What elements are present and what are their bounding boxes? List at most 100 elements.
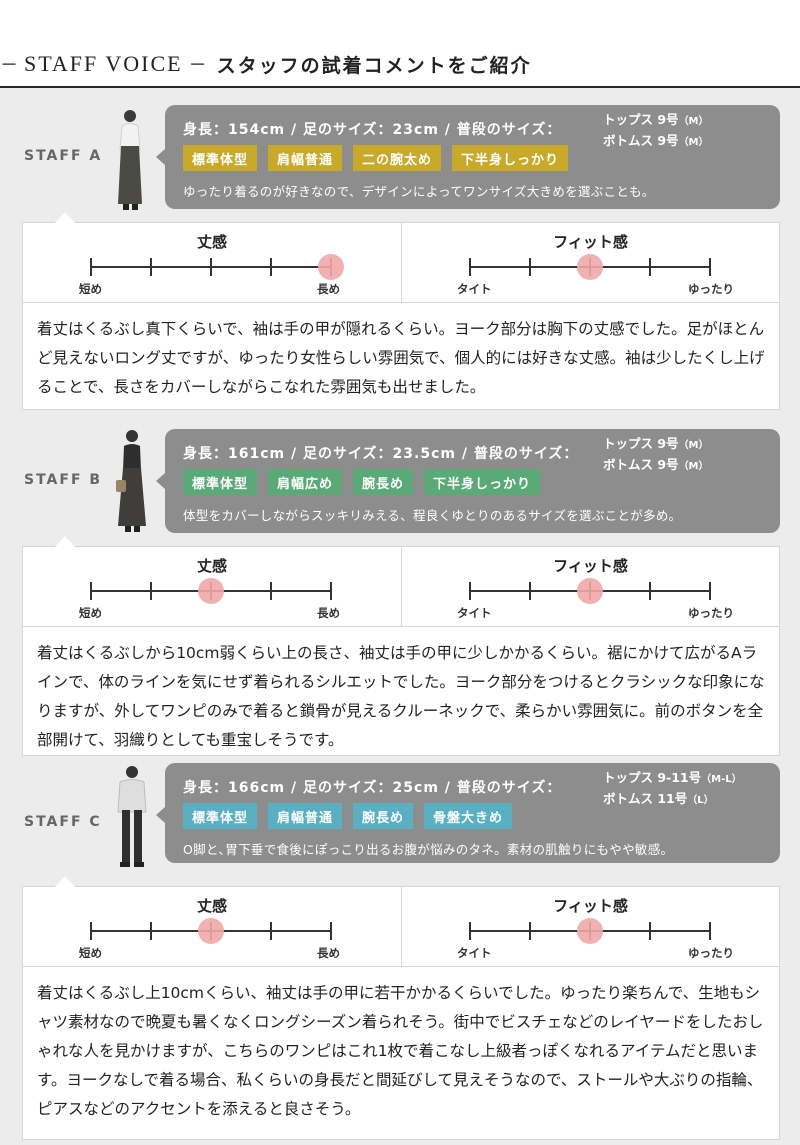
tops-size: トップス 9-11号 bbox=[603, 770, 702, 785]
scale-tick bbox=[649, 922, 651, 940]
scale-tick bbox=[649, 258, 651, 276]
scale-low-label: 短め bbox=[79, 282, 102, 296]
scale-tick bbox=[90, 582, 92, 600]
scale-marker bbox=[198, 918, 224, 944]
size-preference-note: 体型をカバーしながらスッキリみえる、程良くゆとりのあるサイズを選ぶことが多め。 bbox=[183, 508, 682, 523]
length-scale: 丈感 短め 長め bbox=[23, 223, 401, 303]
fit-review-card: 丈感 短め 長め フィット感 タイト ゆったり 着丈はくるぶし真下くらいで、袖は… bbox=[22, 212, 780, 410]
staff-c-photo bbox=[117, 766, 147, 867]
scale-tick bbox=[270, 922, 272, 940]
scale-marker bbox=[198, 578, 224, 604]
scale-tick bbox=[150, 258, 152, 276]
body-stats: 身長：154cm / 足のサイズ：23cm / 普段のサイズ： bbox=[183, 122, 562, 138]
scale-marker bbox=[577, 254, 603, 280]
tops-letter: （M） bbox=[678, 440, 709, 451]
scale-low-label: タイト bbox=[457, 282, 492, 296]
scale-tick bbox=[649, 582, 651, 600]
bottoms-letter: （M） bbox=[678, 461, 709, 472]
scale-high-label: ゆったり bbox=[688, 606, 734, 620]
rating-scales: 丈感 短め 長め フィット感 タイト ゆったり bbox=[23, 547, 779, 627]
body-stats: 身長：166cm / 足のサイズ：25cm / 普段のサイズ： bbox=[183, 780, 562, 796]
fit-scale-title: フィット感 bbox=[553, 233, 628, 251]
tag: 肩幅普通 bbox=[268, 145, 343, 171]
tops-letter: （M-L） bbox=[701, 774, 742, 785]
staff-a-photo bbox=[118, 110, 142, 210]
fit-scale-title: フィット感 bbox=[553, 557, 628, 575]
bottoms-letter: （L） bbox=[687, 795, 714, 806]
scale-tick bbox=[270, 582, 272, 600]
scale-tick bbox=[90, 258, 92, 276]
length-scale-title: 丈感 bbox=[196, 233, 227, 251]
tag: 肩幅普通 bbox=[268, 803, 343, 829]
length-scale-title: 丈感 bbox=[196, 557, 227, 575]
bottoms-letter: （M） bbox=[678, 137, 709, 148]
header-rule bbox=[0, 86, 800, 88]
staff-label: STAFF B bbox=[24, 472, 103, 488]
fit-scale: フィット感 タイト ゆったり bbox=[401, 887, 779, 967]
body-type-tags: 標準体型 肩幅広め 腕長め 下半身しっかり bbox=[183, 469, 541, 495]
scale-tick bbox=[709, 922, 711, 940]
body-type-tags: 標準体型 肩幅普通 二の腕太め 下半身しっかり bbox=[183, 145, 569, 171]
usual-sizes: トップス 9-11号（M-L） ボトムス 11号（L） bbox=[603, 768, 742, 810]
scale-low-label: タイト bbox=[457, 946, 492, 960]
tag: 標準体型 bbox=[183, 145, 258, 171]
profile-bubble: 身長：154cm / 足のサイズ：23cm / 普段のサイズ： トップス 9号（… bbox=[156, 105, 780, 209]
title-english: STAFF VOICE bbox=[24, 51, 183, 76]
page-header: － STAFF VOICE － スタッフの試着コメントをご紹介 bbox=[0, 0, 800, 88]
scale-tick bbox=[529, 258, 531, 276]
tag: 二の腕太め bbox=[353, 145, 442, 171]
staff-label: STAFF C bbox=[24, 814, 102, 830]
fit-review-card: 丈感 短め 長め フィット感 タイト ゆったり 着丈はくるぶし上10cmくらい、… bbox=[22, 876, 780, 1140]
rating-scales: 丈感 短め 長め フィット感 タイト ゆったり bbox=[23, 223, 779, 303]
staff-b-photo bbox=[116, 430, 146, 532]
bottoms-size: ボトムス 9号 bbox=[603, 133, 679, 148]
staff-voice-panel: STAFF A 身長：154cm / 足のサイズ：23cm / 普段のサイズ： … bbox=[0, 88, 800, 1145]
title-dash-right: － bbox=[188, 55, 207, 75]
usual-sizes: トップス 9号（M） ボトムス 9号（M） bbox=[603, 434, 709, 476]
bottoms-size: ボトムス 11号 bbox=[603, 791, 688, 806]
profile-bubble: 身長：166cm / 足のサイズ：25cm / 普段のサイズ： トップス 9-1… bbox=[156, 763, 780, 863]
tag: 下半身しっかり bbox=[424, 469, 541, 495]
body-stats: 身長：161cm / 足のサイズ：23.5cm / 普段のサイズ： bbox=[183, 446, 579, 462]
scale-tick bbox=[469, 582, 471, 600]
scale-tick bbox=[150, 922, 152, 940]
scale-low-label: タイト bbox=[457, 606, 492, 620]
scale-tick bbox=[330, 922, 332, 940]
card-pointer bbox=[55, 876, 75, 887]
scale-low-label: 短め bbox=[79, 946, 102, 960]
tops-size: トップス 9号 bbox=[603, 436, 679, 451]
staff-label: STAFF A bbox=[24, 148, 103, 164]
card-pointer bbox=[55, 536, 75, 547]
scale-tick bbox=[330, 582, 332, 600]
scale-marker bbox=[318, 254, 344, 280]
title-japanese: スタッフの試着コメントをご紹介 bbox=[216, 54, 532, 77]
scale-marker bbox=[577, 918, 603, 944]
scale-high-label: 長め bbox=[317, 946, 340, 960]
tag: 骨盤大きめ bbox=[424, 803, 513, 829]
scale-tick bbox=[529, 582, 531, 600]
length-scale-title: 丈感 bbox=[196, 897, 227, 915]
scale-tick bbox=[469, 922, 471, 940]
scale-tick bbox=[270, 258, 272, 276]
fit-scale-title: フィット感 bbox=[553, 897, 628, 915]
tag: 腕長め bbox=[353, 803, 414, 829]
scale-tick bbox=[150, 582, 152, 600]
scale-high-label: 長め bbox=[317, 606, 340, 620]
tag: 腕長め bbox=[353, 469, 414, 495]
length-scale: 丈感 短め 長め bbox=[23, 547, 401, 627]
size-preference-note: ゆったり着るのが好きなので、デザインによってワンサイズ大きめを選ぶことも。 bbox=[183, 184, 655, 199]
staff-comment: 着丈はくるぶしから10cm弱くらい上の長さ、袖丈は手の甲に少しかかるくらい。裾に… bbox=[37, 644, 765, 749]
fit-scale: フィット感 タイト ゆったり bbox=[401, 223, 779, 303]
scale-high-label: ゆったり bbox=[688, 282, 734, 296]
scale-low-label: 短め bbox=[79, 606, 102, 620]
scale-tick bbox=[210, 258, 212, 276]
rating-scales: 丈感 短め 長め フィット感 タイト ゆったり bbox=[23, 887, 779, 967]
tag: 下半身しっかり bbox=[452, 145, 569, 171]
tag: 標準体型 bbox=[183, 803, 258, 829]
scale-tick bbox=[709, 258, 711, 276]
fit-scale: フィット感 タイト ゆったり bbox=[401, 547, 779, 627]
scale-tick bbox=[529, 922, 531, 940]
bottoms-size: ボトムス 9号 bbox=[603, 457, 679, 472]
profile-bubble: 身長：161cm / 足のサイズ：23.5cm / 普段のサイズ： トップス 9… bbox=[156, 429, 780, 533]
scale-tick bbox=[469, 258, 471, 276]
